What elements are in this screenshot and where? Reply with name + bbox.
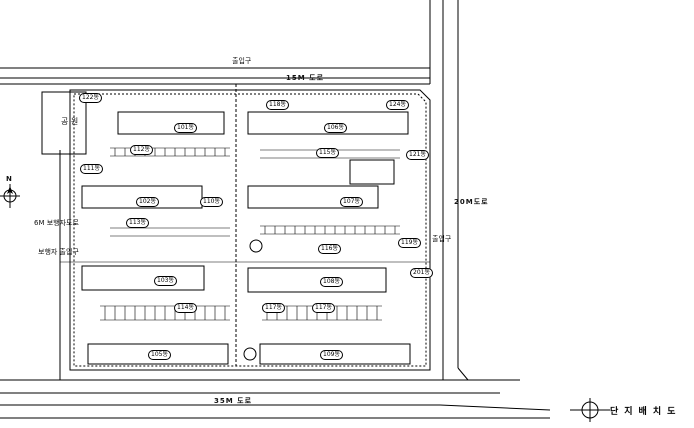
building-label: 106동 [324, 123, 347, 133]
site-boundary [69, 89, 431, 371]
entrance-label-right: 출입구 [432, 235, 452, 243]
building-108 [247, 267, 387, 293]
north-label: N [6, 175, 12, 183]
building-label: 124동 [386, 100, 409, 110]
building-label: 105동 [148, 350, 171, 360]
building-label: 115동 [316, 148, 339, 158]
building-label: 108동 [320, 277, 343, 287]
fountain [249, 239, 263, 253]
building-label: 102동 [136, 197, 159, 207]
building-106 [247, 111, 409, 135]
road-edge [457, 367, 469, 381]
road-label-bottom: 35M 도로 [214, 397, 253, 405]
north-arrow [0, 184, 20, 208]
building-label: 112동 [130, 145, 153, 155]
building-label: 114동 [174, 303, 197, 313]
parking-stalls [266, 306, 378, 320]
building-label: 110동 [200, 197, 223, 207]
parking-stalls [104, 306, 226, 320]
park-area [41, 91, 87, 155]
building-label: 122동 [79, 93, 102, 103]
building-label: 121동 [406, 150, 429, 160]
building-label: 103동 [154, 276, 177, 286]
building-103 [81, 265, 205, 291]
community-center [349, 159, 395, 185]
plan-title: 단지배치도 [610, 407, 682, 417]
building-label: 113동 [126, 218, 149, 228]
building-label: 107동 [340, 197, 363, 207]
building-label: 117동 [262, 303, 285, 313]
building-109 [259, 343, 411, 365]
road-label-right: 20M도로 [454, 198, 489, 206]
building-label: 201동 [410, 268, 433, 278]
building-107 [247, 185, 379, 209]
road-label-top: 15M 도로 [286, 74, 325, 82]
site-boundary-inner [73, 93, 427, 367]
building-label: 118동 [266, 100, 289, 110]
entrance-label-left: 보행자 출입구 [38, 248, 79, 256]
building-101 [117, 111, 225, 135]
roundabout [243, 347, 257, 361]
title-symbol [570, 398, 610, 422]
building-label: 111동 [80, 164, 103, 174]
building-label: 116동 [318, 244, 341, 254]
side-road-label: 6M 보행자도로 [34, 219, 79, 227]
parking-stalls [264, 226, 396, 234]
park-label: 공 원 [61, 117, 79, 126]
road-edge [439, 404, 551, 411]
building-105 [87, 343, 229, 365]
building-label: 117동 [312, 303, 335, 313]
entrance-label-top: 출입구 [232, 57, 252, 65]
building-label: 119동 [398, 238, 421, 248]
building-label: 109동 [320, 350, 343, 360]
building-label: 101동 [174, 123, 197, 133]
